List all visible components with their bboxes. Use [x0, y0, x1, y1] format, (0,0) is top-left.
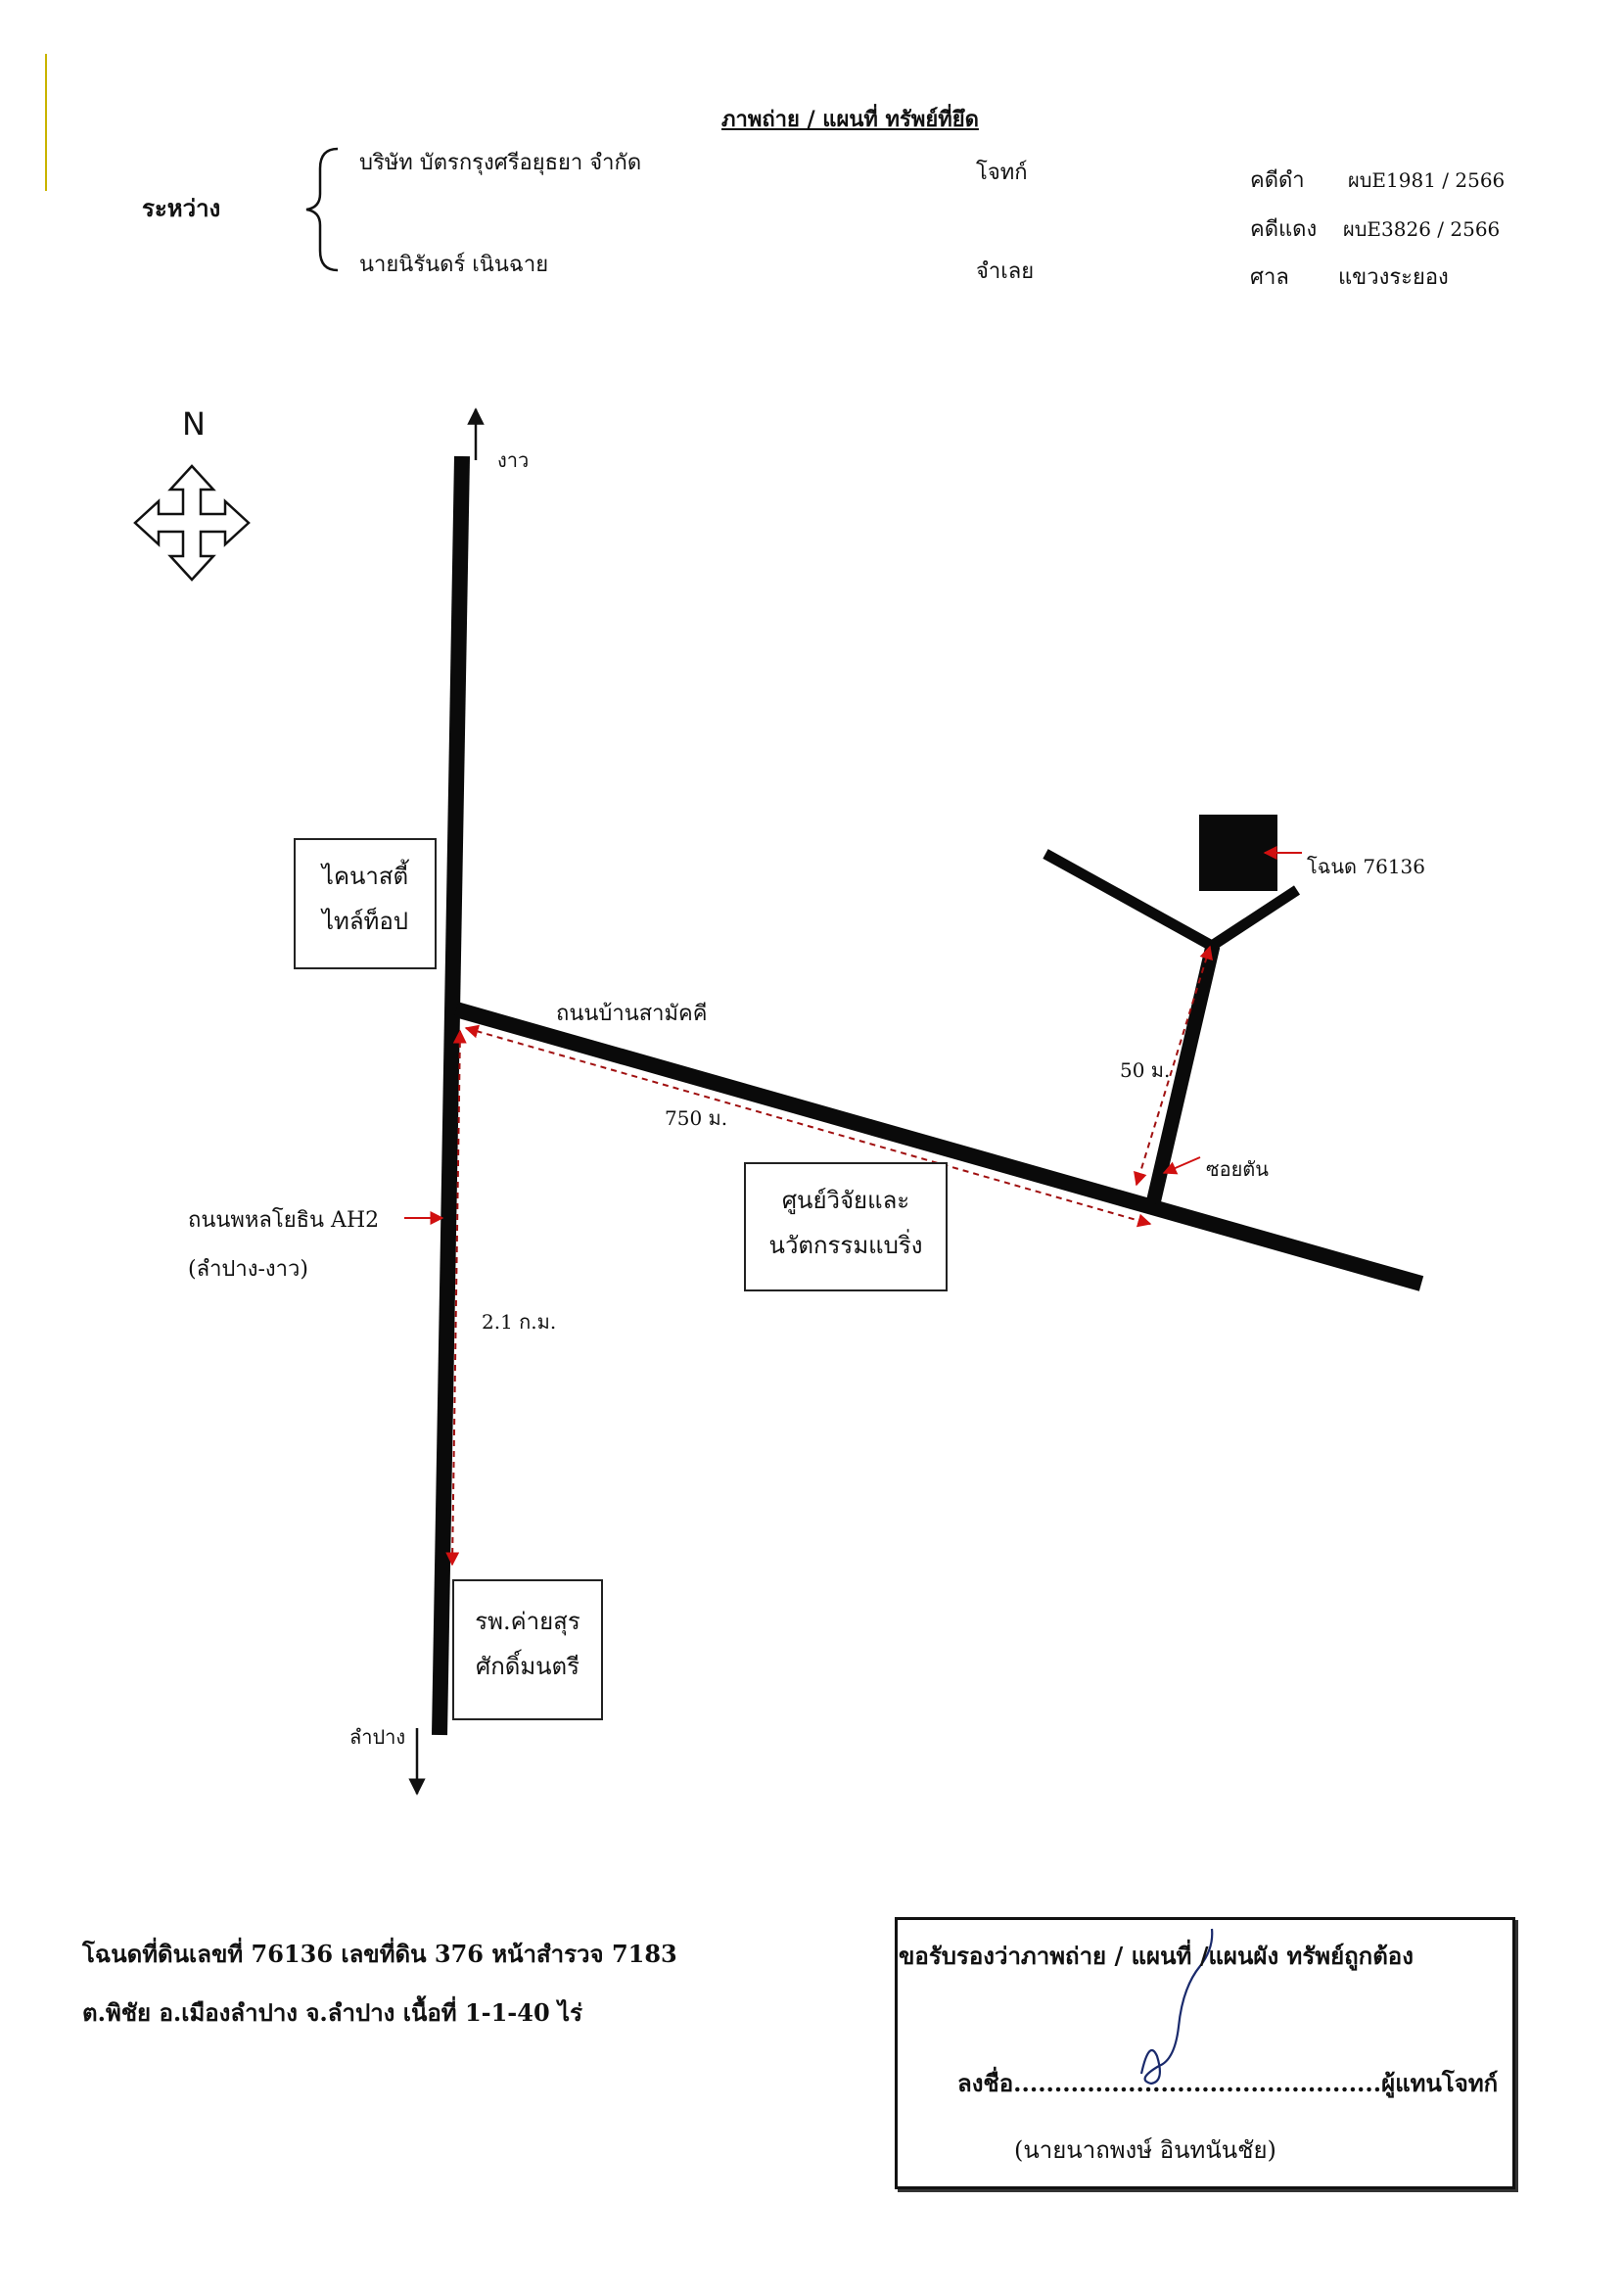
soi-label: ซอยตัน: [1206, 1157, 1269, 1181]
certification-box: [895, 1917, 1515, 2189]
black-case-number: ผบE1981 / 2566: [1348, 168, 1506, 192]
distance-soi-label: 50 ม.: [1120, 1058, 1171, 1082]
pointer-soi: [1162, 1156, 1201, 1175]
black-case-label: คดีดำ: [1250, 168, 1305, 193]
signature-scribble: [1139, 1928, 1214, 2085]
court-name: แขวงระยอง: [1338, 265, 1449, 290]
landmark-hospital-line2: ศักดิ์มนตรี: [475, 1653, 580, 1680]
deed-info-line2: ต.พิชัย อ.เมืองลำปาง จ.ลำปาง เนื้อที่ 1-…: [82, 1998, 582, 2027]
signature-line: ลงชื่อ..................................…: [957, 2069, 1499, 2097]
parcel-label: โฉนด 76136: [1307, 855, 1426, 878]
branch-road-label: ถนนบ้านสามัคคี: [556, 1002, 708, 1026]
landmark-research-line2: นวัตกรรมแบริ่ง: [768, 1232, 923, 1259]
landmark-research-center: ศูนย์วิจัยและ นวัตกรรมแบริ่ง: [744, 1162, 948, 1291]
distance-main-label: 2.1 ก.ม.: [482, 1310, 557, 1334]
document-title: ภาพถ่าย / แผนที่ ทรัพย์ที่ยึด: [721, 107, 979, 132]
signer-name: (นายนาถพงษ์ อินทนันชัย): [1014, 2136, 1276, 2164]
main-road-label-line1: ถนนพหลโยธิน AH2: [188, 1208, 380, 1233]
north-label: N: [182, 405, 206, 443]
deed-info-line1: โฉนดที่ดินเลขที่ 76136 เลขที่ดิน 376 หน้…: [82, 1940, 677, 1968]
scan-edge-mark: [45, 54, 47, 191]
access-road-right: [1208, 885, 1301, 951]
landmark-hospital-line1: รพ.ค่ายสุร: [475, 1608, 580, 1635]
court-label: ศาล: [1250, 265, 1289, 290]
landmark-research-line1: ศูนย์วิจัยและ: [781, 1187, 910, 1214]
landmark-dynasty-tile-top: ไคนาสตี้ ไทล์ท็อป: [294, 838, 437, 969]
compass-rose-icon: [133, 464, 251, 582]
access-road-left: [1043, 849, 1215, 951]
distance-line-soi: [1134, 945, 1213, 1187]
red-case-label: คดีแดง: [1250, 217, 1318, 242]
defendant-role: จำเลย: [976, 259, 1035, 284]
defendant-name: นายนิรันดร์ เนินฉาย: [359, 253, 549, 277]
north-destination-label: งาว: [497, 448, 530, 472]
distance-line-branch: [464, 1024, 1152, 1228]
red-case-number: ผบE3826 / 2566: [1343, 217, 1501, 241]
landmark-dynasty-line2: ไทล์ท็อป: [321, 908, 409, 935]
landmark-dynasty-line1: ไคนาสตี้: [321, 863, 409, 890]
plaintiff-name: บริษัท บัตรกรุงศรีอยุธยา จำกัด: [359, 151, 642, 175]
plaintiff-role: โจทก์: [976, 161, 1028, 185]
south-destination-label: ลำปาง: [349, 1725, 406, 1749]
distance-branch-label: 750 ม.: [665, 1106, 728, 1130]
party-brace: [305, 147, 339, 272]
certification-heading: ขอรับรองว่าภาพถ่าย / แผนที่ /แผนผัง ทรัพ…: [899, 1942, 1414, 1970]
distance-line-main: [445, 1029, 467, 1567]
landmark-hospital: รพ.ค่ายสุร ศักดิ์มนตรี: [452, 1579, 603, 1720]
between-label: ระหว่าง: [142, 194, 221, 222]
main-road-label-line2: (ลำปาง-งาว): [188, 1257, 308, 1282]
